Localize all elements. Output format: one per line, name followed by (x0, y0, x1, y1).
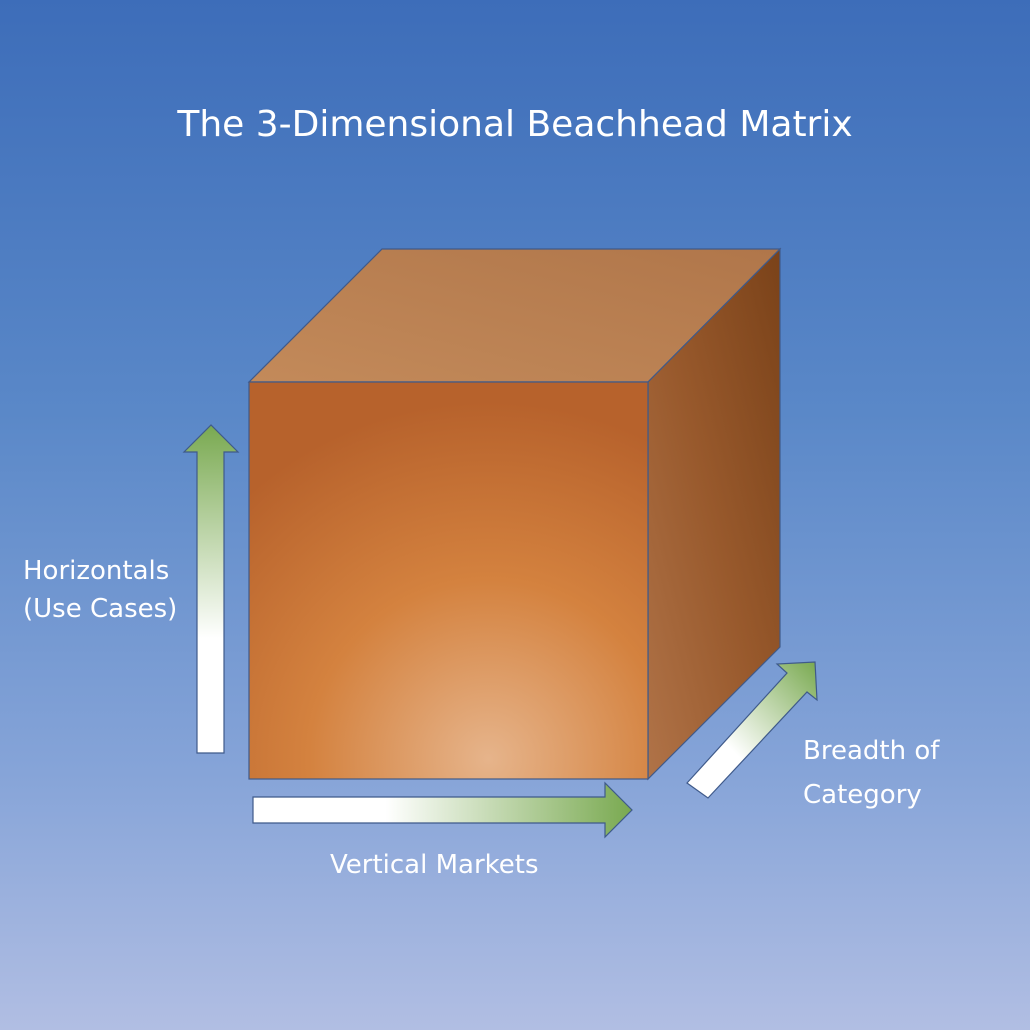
horizontals-label: Horizontals (23, 556, 170, 586)
diagram-title: The 3-Dimensional Beachhead Matrix (177, 104, 853, 145)
use-cases-label: (Use Cases) (23, 594, 178, 624)
category-label: Category (803, 780, 922, 810)
cube-front-face (248, 381, 649, 780)
breadth-label: Breadth of (803, 736, 940, 766)
vertical-markets-label: Vertical Markets (330, 850, 539, 880)
right-arrow-icon (252, 781, 633, 839)
diagonal-arrow-icon (686, 661, 818, 799)
up-arrow-icon (182, 424, 240, 754)
